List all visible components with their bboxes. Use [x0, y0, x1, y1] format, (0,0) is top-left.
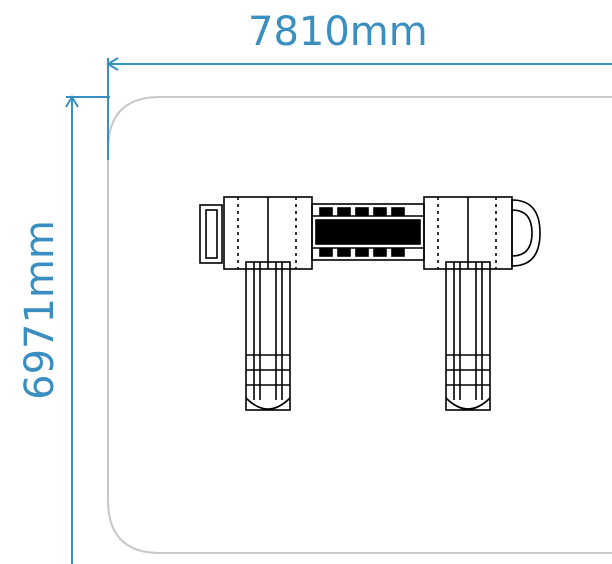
height-dimension-line — [65, 95, 110, 564]
right-deck — [423, 196, 513, 270]
width-dimension-line — [106, 57, 612, 160]
height-dimension-label: 6971mm — [17, 220, 63, 400]
bridge — [311, 203, 425, 261]
right-slide — [445, 261, 491, 411]
left-ladder — [199, 204, 223, 264]
play-structure — [199, 196, 541, 411]
left-deck — [223, 196, 313, 270]
safety-zone-outline — [107, 96, 612, 554]
width-dimension-label: 7810mm — [248, 9, 428, 55]
left-slide — [245, 261, 291, 411]
right-dome — [511, 199, 541, 267]
